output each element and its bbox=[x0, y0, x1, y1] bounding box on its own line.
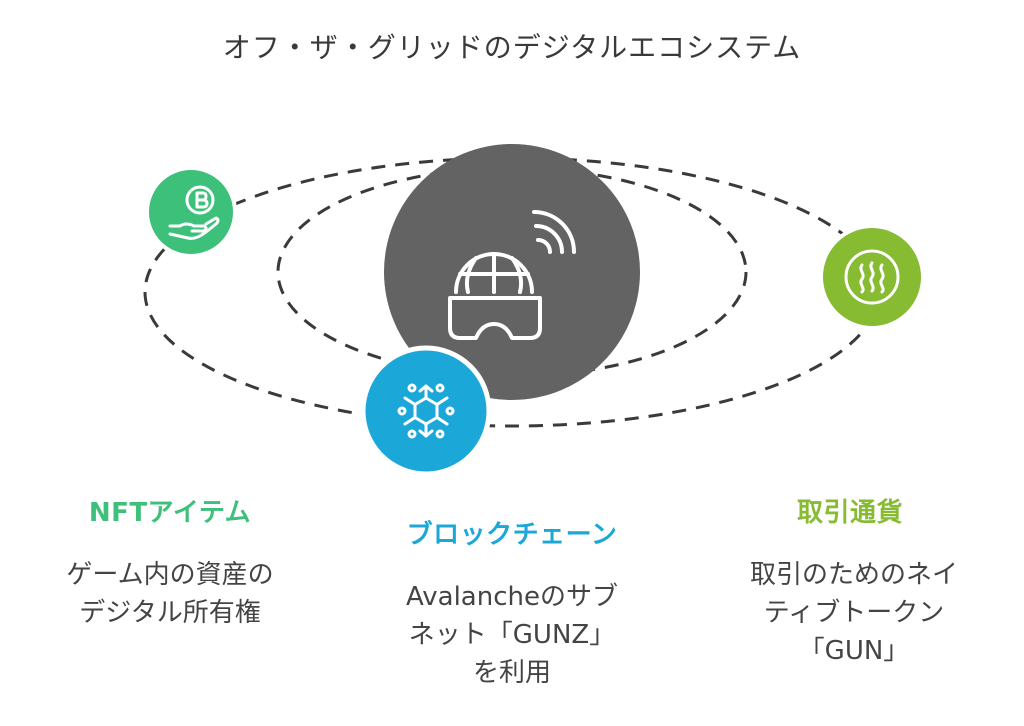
globe-vr-headset-icon bbox=[448, 210, 576, 340]
currency-description: 取引のためのネイ ティブトークン 「GUN」 bbox=[694, 556, 1014, 670]
coin-in-hand-icon bbox=[168, 185, 220, 240]
diagram-title: オフ・ザ・グリッドのデジタルエコシステム bbox=[222, 31, 802, 64]
currency-desc-line: 「GUN」 bbox=[798, 636, 910, 666]
currency-desc-line: 取引のためのネイ bbox=[749, 560, 958, 590]
blockchain-desc-line: を利用 bbox=[472, 658, 551, 688]
steam-heat-icon bbox=[844, 249, 900, 305]
nft-description: ゲーム内の資産の デジタル所有権 bbox=[10, 556, 330, 632]
nft-desc-line: デジタル所有権 bbox=[79, 598, 261, 628]
nft-node bbox=[145, 166, 237, 258]
nft-heading: NFTアイテム bbox=[88, 498, 252, 528]
blockchain-description: Avalancheのサブ ネット「GUNZ」 を利用 bbox=[352, 578, 672, 692]
nft-desc-line: ゲーム内の資産の bbox=[66, 560, 274, 590]
blockchain-node bbox=[360, 345, 492, 477]
blockchain-desc-line: Avalancheのサブ bbox=[406, 582, 618, 612]
snowflake-network-icon bbox=[397, 383, 455, 439]
blockchain-heading: ブロックチェーン bbox=[406, 520, 618, 550]
currency-heading: 取引通貨 bbox=[796, 498, 903, 528]
blockchain-desc-line: ネット「GUNZ」 bbox=[408, 620, 616, 650]
currency-desc-line: ティブトークン bbox=[763, 598, 945, 628]
